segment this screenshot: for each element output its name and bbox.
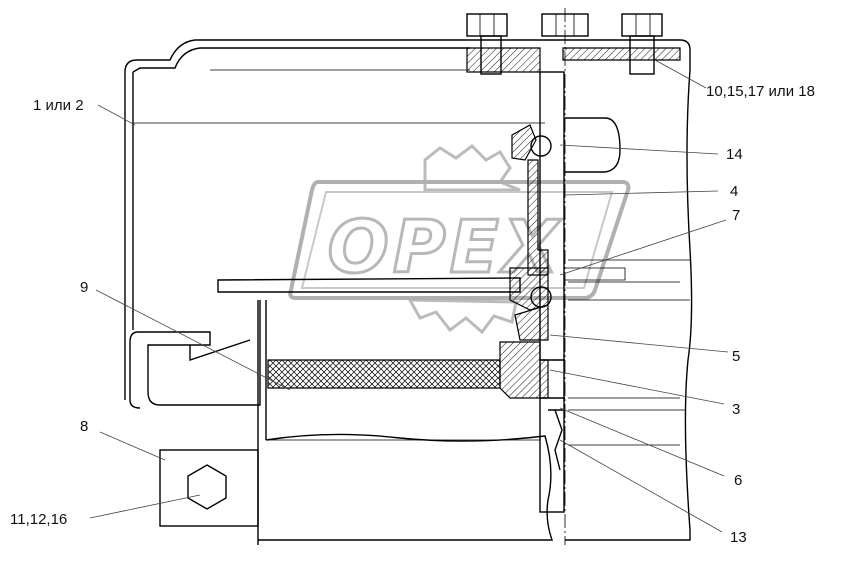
callout-3: 3 [732,401,740,418]
housing-right [565,69,693,541]
horizontal-plate [217,277,521,293]
callout-6: 6 [734,472,742,489]
gear-icon [407,144,521,335]
bottom-body [258,433,553,541]
bar-part-8 [159,449,259,527]
callout-11-12-16: 11,12,16 [10,511,67,528]
bolt-right [621,13,663,75]
watermark-logo: OPEX [288,144,631,335]
callout-5: 5 [732,348,740,365]
nut-part-14 [565,117,621,173]
callout-13: 13 [730,529,747,546]
insert-part-9 [267,359,501,389]
callout-9: 9 [80,279,88,296]
leader-lines [89,59,729,533]
callout-1-or-2: 1 или 2 [33,97,84,114]
left-bracket [138,300,261,406]
watermark-badge [288,180,631,300]
bolt-head-icon [187,464,227,510]
bushing-part-3 [499,341,549,399]
callout-10-15-17-18: 10,15,17 или 18 [706,83,815,100]
callout-14: 14 [726,146,743,163]
top-flange [466,47,541,73]
cover-part [124,39,691,400]
callout-7: 7 [732,207,740,224]
callout-4: 4 [730,183,738,200]
callout-8: 8 [80,418,88,435]
